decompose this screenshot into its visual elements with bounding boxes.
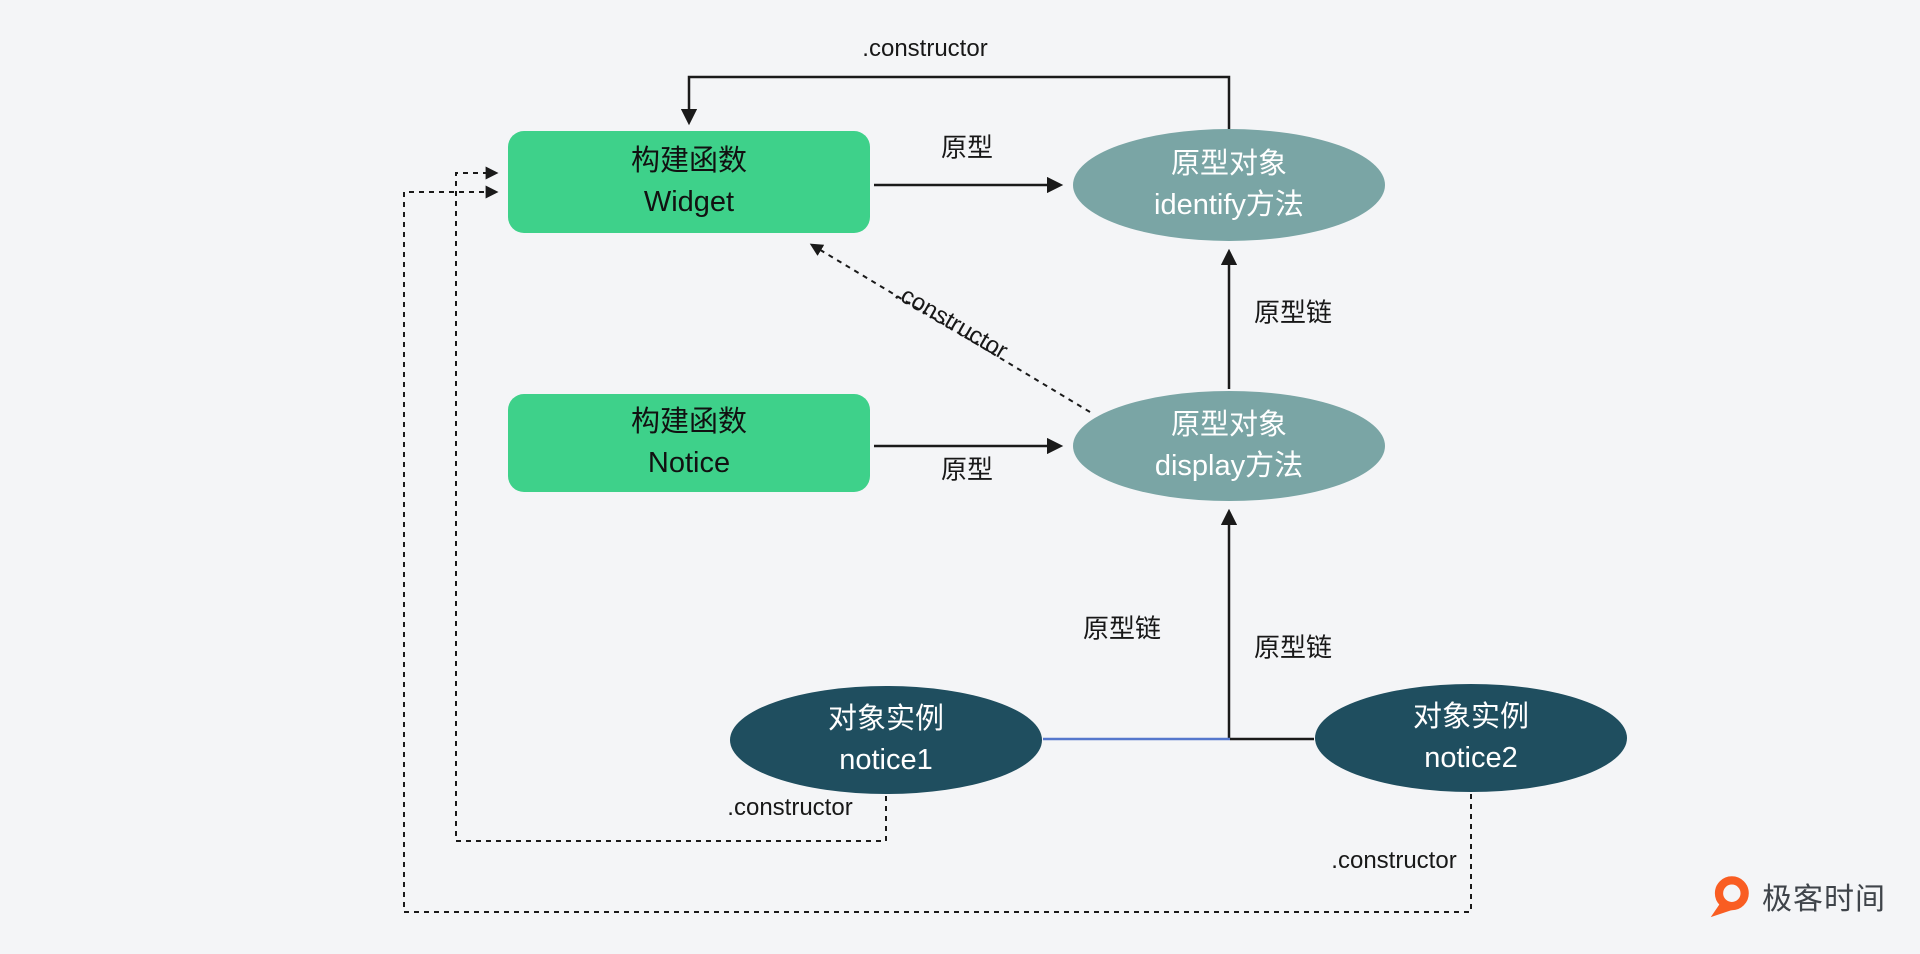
edge-constructor-notice1-to-widget	[455, 166, 887, 842]
node-instance-notice2: 对象实例 notice2	[1315, 684, 1627, 792]
label-constructor-notice1: .constructor	[727, 794, 853, 821]
node-prototype-display-line1: 原型对象	[1170, 409, 1287, 441]
node-prototype-display-line2: display方法	[1154, 450, 1304, 482]
edge-constructor-notice2-to-widget	[403, 185, 1472, 913]
node-instance-notice2-line1: 对象实例	[1412, 701, 1529, 733]
label-chain-display-identify: 原型链	[1253, 297, 1333, 328]
node-instance-notice1-line1: 对象实例	[827, 703, 944, 735]
label-prototype-notice: 原型	[940, 454, 994, 485]
label-constructor-notice2: .constructor	[1331, 847, 1457, 874]
geektime-logo: 极客时间	[1708, 874, 1886, 918]
node-constructor-widget: 构建函数 Widget	[508, 131, 870, 233]
node-prototype-identify: 原型对象 identify方法	[1073, 129, 1385, 241]
node-constructor-notice-line1: 构建函数	[630, 406, 747, 438]
node-constructor-notice-line2: Notice	[647, 447, 731, 479]
geektime-logo-icon	[1710, 876, 1749, 918]
label-chain-notice1: 原型链	[1082, 613, 1162, 644]
node-instance-notice1-line2: notice1	[839, 744, 933, 776]
node-constructor-widget-line2: Widget	[643, 186, 735, 218]
node-constructor-notice: 构建函数 Notice	[508, 394, 870, 492]
edge-constructor-identify-to-widget	[680, 75, 1231, 129]
node-instance-notice2-line2: notice2	[1424, 742, 1518, 774]
label-chain-notice2: 原型链	[1253, 632, 1333, 663]
node-prototype-display: 原型对象 display方法	[1073, 391, 1385, 501]
node-constructor-widget-line1: 构建函数	[630, 145, 747, 177]
edge-constructor-display-to-widget	[809, 243, 1091, 413]
label-prototype-widget: 原型	[940, 132, 994, 163]
node-instance-notice1: 对象实例 notice1	[730, 686, 1042, 794]
geektime-logo-text: 极客时间	[1762, 883, 1886, 916]
label-constructor-top: .constructor	[862, 35, 988, 62]
node-prototype-identify-line1: 原型对象	[1170, 148, 1287, 180]
node-prototype-identify-line2: identify方法	[1154, 189, 1304, 221]
